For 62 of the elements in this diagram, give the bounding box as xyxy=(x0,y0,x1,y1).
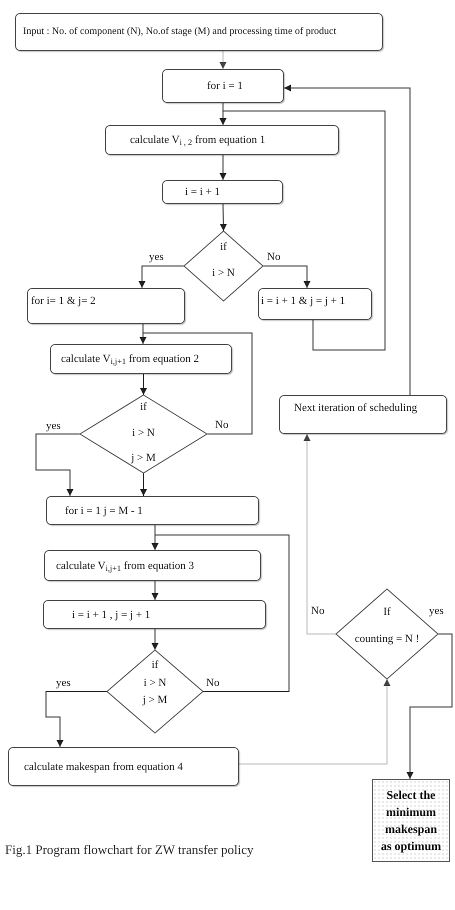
decision-diamond xyxy=(80,395,207,473)
arrow xyxy=(152,628,158,650)
process-box xyxy=(105,125,339,155)
figure-caption: Fig.1 Program flowchart for ZW transfer policy xyxy=(5,842,254,858)
step-text: Input : No. of component (N), No.of stage (M) and processing time of product xyxy=(23,25,336,39)
process-box xyxy=(43,600,266,629)
arrow xyxy=(140,374,147,396)
arrow xyxy=(284,84,410,396)
arrow xyxy=(262,266,310,288)
step-text: i = i + 1 & j = j + 1 xyxy=(261,294,346,308)
arrow xyxy=(152,580,158,600)
edge-label: No xyxy=(205,677,220,689)
step-text: Next iteration of scheduling xyxy=(294,401,418,415)
result-box xyxy=(372,779,450,862)
process-box xyxy=(279,395,447,434)
decision-diamond xyxy=(184,231,263,301)
condition-text: j > M xyxy=(131,451,156,465)
process-box xyxy=(46,496,259,525)
process-box xyxy=(44,550,261,581)
arrow xyxy=(46,691,108,748)
condition-text: if xyxy=(220,240,227,254)
condition-text: i > N xyxy=(144,676,166,690)
decision-diamond xyxy=(107,650,203,733)
arrow xyxy=(220,154,226,180)
process-box xyxy=(15,13,383,51)
arrow xyxy=(220,204,227,232)
arrow xyxy=(140,332,252,434)
process-box xyxy=(258,288,372,320)
arrow xyxy=(304,434,336,634)
arrow xyxy=(36,434,80,496)
step-text: for i = 1 xyxy=(207,79,243,93)
arrow xyxy=(138,266,184,288)
step-text: for i = 1 j = M - 1 xyxy=(65,504,143,518)
arrow xyxy=(140,472,147,496)
arrow xyxy=(152,534,290,692)
process-box xyxy=(162,180,283,204)
condition-text: if xyxy=(140,400,147,414)
step-text: calculate V$_{i,j+1}$ from equation 3 xyxy=(56,558,194,572)
arrow xyxy=(220,110,386,350)
condition-text: if xyxy=(152,658,158,672)
step-text: i = i + 1 , j = j + 1 xyxy=(72,608,150,622)
step-text: i = i + 1 xyxy=(185,185,220,199)
condition-text: If xyxy=(383,605,391,619)
process-box xyxy=(162,69,284,103)
edge-label: No xyxy=(214,419,230,431)
condition-text: i > N xyxy=(212,266,235,280)
arrow xyxy=(238,678,390,764)
edge-label: No xyxy=(310,605,326,617)
condition-text: i > N xyxy=(132,426,155,440)
step-text: calculate V$_{i,j+1}$ from equation 2 xyxy=(61,352,200,366)
condition-text: counting = N ! xyxy=(354,632,420,646)
condition-text: j > M xyxy=(142,693,168,707)
process-box xyxy=(8,747,239,786)
arrow xyxy=(406,634,452,780)
edge-label: No xyxy=(266,251,282,263)
result-text: Select the minimum makespan as optimum xyxy=(380,786,442,854)
process-box xyxy=(27,288,185,324)
step-text: calculate V$_{i , 2}$ from equation 1 xyxy=(130,133,266,147)
process-box xyxy=(50,344,232,374)
step-text: for i= 1 & j= 2 xyxy=(31,294,96,308)
step-text: calculate makespan from equation 4 xyxy=(24,760,183,774)
arrow xyxy=(220,50,226,70)
